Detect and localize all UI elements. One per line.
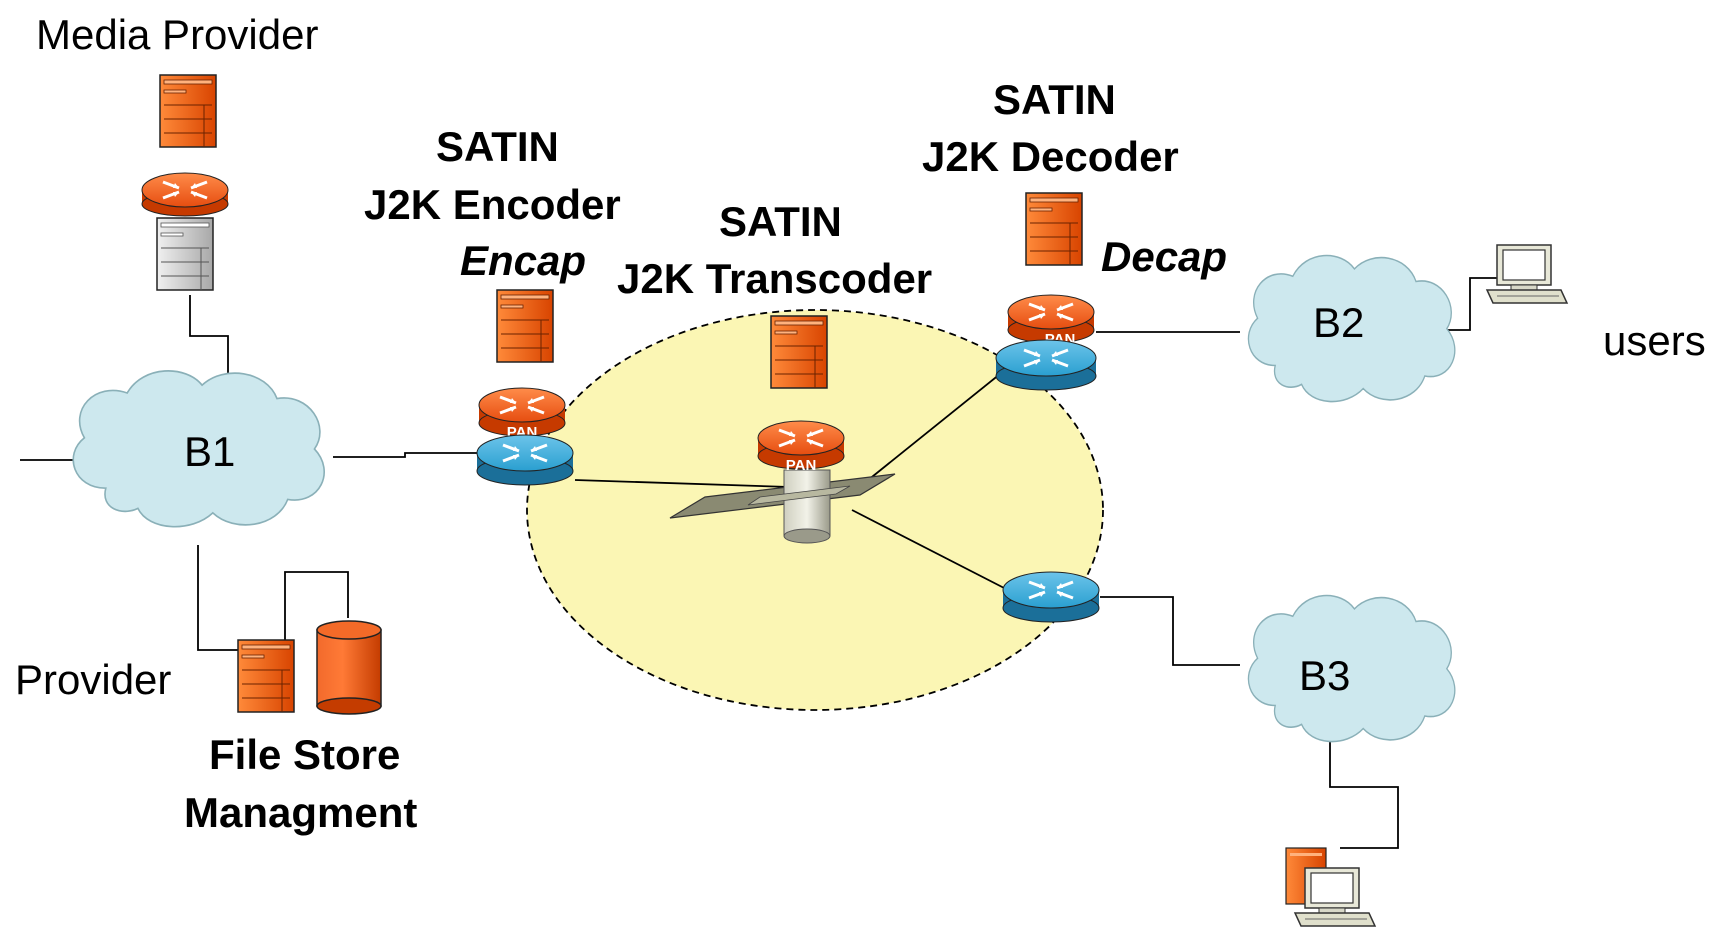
link-b2-users [1447,277,1500,331]
link-media-provider-b1 [189,295,229,395]
decoder-mode: Decap [1101,233,1228,280]
b3-user-station-icon [1285,847,1376,927]
media-provider-pan-router-icon [141,172,229,217]
transcoder-server-icon [770,315,828,389]
media-provider-label: Media Provider [36,11,319,58]
users-label: users [1603,317,1706,364]
file-store-database-icon [316,620,382,715]
decoder-subtitle: J2K Decoder [922,133,1179,180]
file-store-label-line1: File Store [209,731,401,778]
provider-label: Provider [15,656,172,703]
cloud-b1-label: B1 [184,428,236,475]
decoder-pan-router-icon: PAN [1007,294,1095,348]
encoder-subtitle: J2K Encoder [364,181,621,228]
encoder-blue-router-icon [476,434,574,486]
transcoder-subtitle: J2K Transcoder [617,255,933,302]
link-b1-provider [197,545,349,651]
provider-server-icon [237,639,295,713]
cloud-b2-label: B2 [1313,299,1365,346]
encoder-server-icon [496,289,554,363]
link-b1-encoder [333,452,480,458]
transcoder-pan-label: PAN [786,457,817,474]
b3-blue-router-icon [1002,571,1100,623]
link-router-b3 [1100,596,1240,666]
media-provider-server-icon [159,74,217,148]
decoder-server-icon [1025,192,1083,266]
link-b3-pc [1329,740,1399,849]
transcoder-pan-router-icon: PAN [757,420,845,474]
encoder-title: SATIN [436,123,559,170]
decoder-title: SATIN [993,76,1116,123]
transcoder-title: SATIN [719,198,842,245]
transcoder-platform-icon [669,469,896,544]
cloud-b3-label: B3 [1299,652,1351,699]
cloud-b3 [1247,594,1456,743]
encoder-mode: Encap [460,237,587,284]
file-store-label-line2: Managment [184,789,418,836]
media-provider-gray-server-icon [156,217,214,291]
users-pc-icon [1486,244,1568,304]
decoder-blue-router-icon [995,339,1097,391]
